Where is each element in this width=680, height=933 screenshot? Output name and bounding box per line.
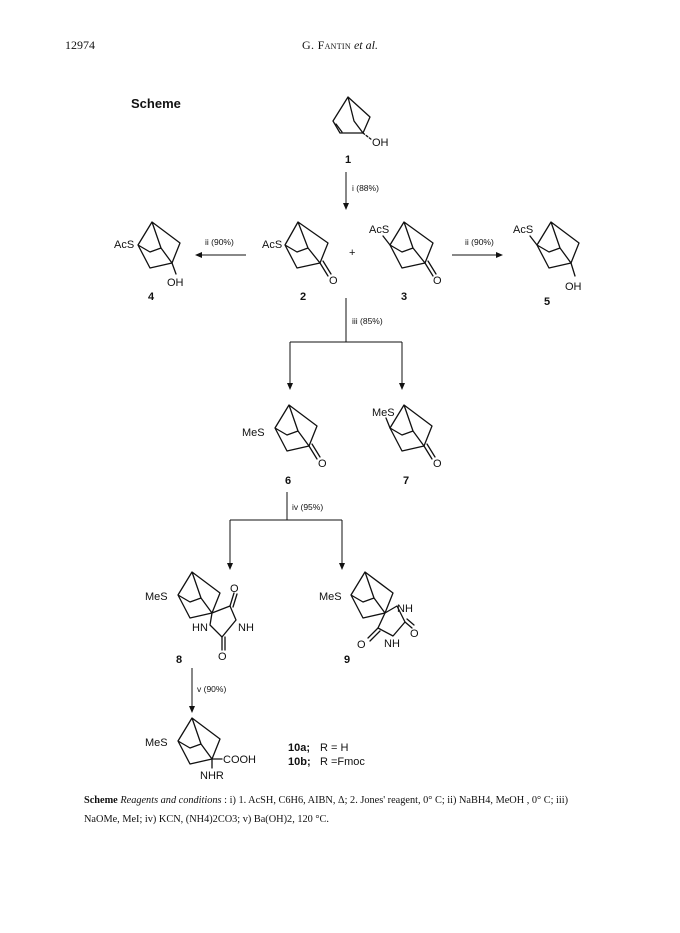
compound-3-number: 3 bbox=[401, 291, 407, 303]
compound-9-mes: MeS bbox=[319, 591, 342, 603]
compound-2-structure: AcS O bbox=[262, 221, 338, 287]
compound-2-number: 2 bbox=[300, 291, 306, 303]
caption-subtitle: Reagents and conditions bbox=[120, 795, 222, 806]
running-head-author: G. Fantin bbox=[302, 38, 351, 52]
compound-5-number: 5 bbox=[544, 296, 550, 308]
compound-6-mes: MeS bbox=[242, 427, 265, 439]
compound-8-number: 8 bbox=[176, 654, 182, 666]
compound-5-acs: AcS bbox=[513, 224, 533, 236]
compound-10b-id: 10b; bbox=[288, 756, 311, 768]
condition-step-v: v (90%) bbox=[197, 684, 226, 694]
compound-1-number: 1 bbox=[345, 154, 351, 166]
condition-step-iii: iii (85%) bbox=[352, 316, 383, 326]
compound-4-number: 4 bbox=[148, 291, 155, 303]
arrow-step-ii-left bbox=[195, 252, 246, 258]
compound-2-o: O bbox=[329, 275, 338, 287]
compound-9-o-right: O bbox=[410, 628, 419, 640]
compound-2-acs: AcS bbox=[262, 239, 282, 251]
compound-8-mes: MeS bbox=[145, 591, 168, 603]
compound-1-structure: OH bbox=[332, 96, 389, 149]
compound-7-number: 7 bbox=[403, 475, 409, 487]
compound-10-mes: MeS bbox=[145, 737, 168, 749]
compound-9-o-left: O bbox=[357, 639, 366, 651]
condition-step-ii-left: ii (90%) bbox=[205, 237, 234, 247]
condition-step-iv: iv (95%) bbox=[292, 502, 323, 512]
compound-8-hn: HN bbox=[192, 622, 208, 634]
compound-10b-r: R =Fmoc bbox=[320, 756, 365, 768]
compound-7-mes: MeS bbox=[372, 407, 395, 419]
compound-9-nh-bottom: NH bbox=[384, 638, 400, 650]
compound-9-nh-top: NH bbox=[397, 603, 413, 615]
compound-7-o: O bbox=[433, 458, 442, 470]
compound-8-o-bottom: O bbox=[218, 651, 227, 663]
compound-7-structure: MeS O bbox=[372, 404, 442, 470]
arrow-step-v bbox=[189, 668, 195, 713]
scheme-title: Scheme bbox=[131, 96, 181, 111]
compound-8-nh: NH bbox=[238, 622, 254, 634]
compound-8-structure: MeS O HN NH O bbox=[145, 571, 254, 663]
compound-9-structure: MeS NH O NH O bbox=[319, 571, 419, 651]
running-head-etal: et al. bbox=[353, 38, 378, 52]
compound-3-acs: AcS bbox=[369, 224, 389, 236]
compound-4-acs: AcS bbox=[114, 239, 134, 251]
compound-6-number: 6 bbox=[285, 475, 291, 487]
compound-10-cooh: COOH bbox=[223, 754, 256, 766]
compound-6-structure: MeS O bbox=[242, 404, 327, 470]
compound-5-structure: AcS OH bbox=[513, 221, 582, 293]
scheme-caption: Scheme Reagents and conditions : i) 1. A… bbox=[84, 791, 624, 829]
arrow-step-ii-right bbox=[452, 252, 503, 258]
caption-line-1: : i) 1. AcSH, C6H6, AIBN, Δ; 2. Jones' r… bbox=[221, 795, 569, 806]
compound-6-o: O bbox=[318, 458, 327, 470]
caption-title: Scheme bbox=[84, 795, 118, 806]
compound-3-structure: AcS O bbox=[369, 221, 442, 287]
compound-5-oh: OH bbox=[565, 281, 582, 293]
compound-4-structure: AcS OH bbox=[114, 221, 184, 289]
arrow-step-iv bbox=[227, 492, 345, 570]
compound-4-oh: OH bbox=[167, 277, 184, 289]
compound-10a-id: 10a; bbox=[288, 742, 310, 754]
condition-step-i: i (88%) bbox=[352, 183, 379, 193]
compound-3-o: O bbox=[433, 275, 442, 287]
compound-1-oh: OH bbox=[372, 137, 389, 149]
compound-10-structure: MeS COOH NHR bbox=[145, 717, 256, 782]
arrow-step-i bbox=[343, 172, 349, 210]
compound-9-number: 9 bbox=[344, 654, 350, 666]
page-number: 12974 bbox=[65, 38, 95, 52]
compound-8-o-top: O bbox=[230, 583, 239, 595]
running-head: G. Fantin et al. bbox=[0, 38, 680, 53]
caption-line-2: NaOMe, MeI; iv) KCN, (NH4)2CO3; v) Ba(OH… bbox=[84, 814, 329, 825]
plus-sign: + bbox=[349, 247, 355, 259]
arrow-step-iii bbox=[287, 298, 405, 390]
condition-step-ii-right: ii (90%) bbox=[465, 237, 494, 247]
compound-10a-r: R = H bbox=[320, 742, 348, 754]
compound-10-nhr: NHR bbox=[200, 770, 224, 782]
